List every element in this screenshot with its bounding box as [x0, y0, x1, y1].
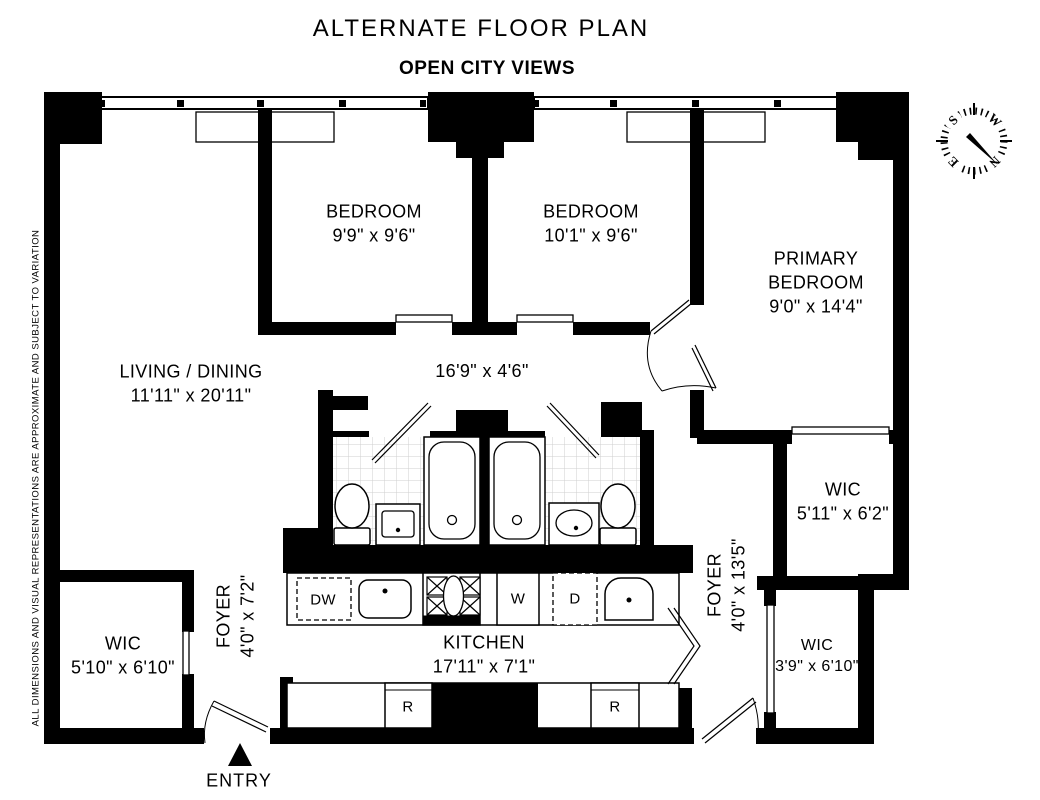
- room-name: WIC: [104, 633, 142, 654]
- refrigerator-right-label: R: [609, 698, 621, 716]
- room-label-kitchen: KITCHEN 17'11" x 7'1": [433, 631, 536, 679]
- bathroom-left-door: [371, 402, 432, 464]
- entry-arrow-icon: [228, 743, 252, 766]
- room-dims: 5'10" x 6'10": [71, 657, 175, 677]
- room-name: WIC: [824, 479, 862, 500]
- vanity-sink-right-icon: [548, 502, 600, 546]
- room-name: LIVING / DINING: [119, 361, 263, 382]
- room-dims: 16'9" x 4'6": [435, 361, 529, 382]
- kitchen-sink-right-icon: [604, 577, 654, 621]
- room-dims: 3'9" x 6'10": [775, 658, 859, 675]
- room-name: BEDROOM: [543, 201, 639, 222]
- dishwasher-label: DW: [310, 591, 336, 609]
- room-label-living-dining: LIVING / DINING 11'11" x 20'11": [119, 360, 262, 408]
- room-label-bedroom-left: BEDROOM 9'9" x 9'6": [326, 200, 422, 248]
- room-label-wic-living: WIC 5'10" x 6'10": [71, 632, 175, 680]
- page-subtitle: OPEN CITY VIEWS: [398, 58, 576, 79]
- washer-label: W: [510, 590, 526, 608]
- vanity-sink-left-icon: [375, 503, 421, 546]
- room-name: FOYER: [213, 583, 234, 649]
- dryer-icon: [552, 572, 598, 626]
- toilet-right-icon: [599, 483, 637, 546]
- dryer-label: D: [569, 590, 581, 608]
- room-dims: 11'11" x 20'11": [130, 385, 252, 405]
- room-dims: 4'0" x 7'2": [237, 574, 257, 658]
- kitchen-bifold-door: [667, 607, 701, 685]
- page-title: ALTERNATE FLOOR PLAN: [312, 15, 650, 42]
- room-dims: 5'11" x 6'2": [796, 503, 890, 523]
- kitchen-sink-left-icon: [358, 579, 412, 619]
- room-label-primary-bedroom: PRIMARY BEDROOM 9'0" x 14'4": [753, 247, 879, 318]
- room-label-foyer-main: FOYER 4'0" x 7'2": [212, 574, 260, 657]
- door-swings: [203, 299, 759, 744]
- compass-needle: [966, 133, 998, 165]
- room-name: BEDROOM: [326, 201, 422, 222]
- entry-door: [203, 700, 269, 744]
- room-dims: 17'11" x 7'1": [432, 656, 536, 676]
- bathroom-right-door: [546, 402, 600, 459]
- room-name: FOYER: [704, 552, 725, 618]
- room-dims: 10'1" x 9'6": [544, 225, 638, 245]
- room-label-foyer-gallery: FOYER 4'0" x 13'5": [703, 538, 751, 632]
- compass-icon: S W E N: [936, 103, 1012, 179]
- room-label-bedroom-middle: BEDROOM 10'1" x 9'6": [543, 200, 639, 248]
- room-name: WIC: [800, 636, 834, 654]
- refrigerator-right-icon: [590, 682, 640, 729]
- room-label-hallway: 16'9" x 4'6": [435, 360, 529, 384]
- room-label-wic-primary: WIC 5'11" x 6'2": [797, 478, 889, 526]
- room-dims: 9'0" x 14'4": [769, 295, 863, 316]
- room-label-wic-hall: WIC 3'9" x 6'10": [775, 635, 859, 677]
- structural-column: [432, 683, 538, 728]
- room-name: PRIMARY BEDROOM: [768, 248, 864, 293]
- primary-bedroom-double-door: [646, 299, 717, 392]
- bathtub-left-icon: [423, 436, 481, 546]
- stove-icon: [422, 572, 481, 626]
- room-dims: 4'0" x 13'5": [728, 538, 748, 632]
- refrigerator-left-label: R: [402, 698, 414, 716]
- foyer-gallery-door: [701, 697, 759, 744]
- toilet-left-icon: [333, 483, 371, 546]
- room-dims: 9'9" x 9'6": [332, 225, 416, 245]
- disclaimer-text: ALL DIMENSIONS AND VISUAL REPRESENTATION…: [30, 229, 42, 727]
- dishwasher-icon: [296, 577, 352, 621]
- bathtub-right-icon: [488, 436, 546, 546]
- sliding-door-panels: [182, 314, 890, 714]
- room-name: KITCHEN: [443, 632, 525, 653]
- washer-icon: [496, 572, 540, 626]
- entry-label: ENTRY: [206, 770, 272, 791]
- refrigerator-left-icon: [384, 682, 433, 729]
- walls: [44, 92, 909, 744]
